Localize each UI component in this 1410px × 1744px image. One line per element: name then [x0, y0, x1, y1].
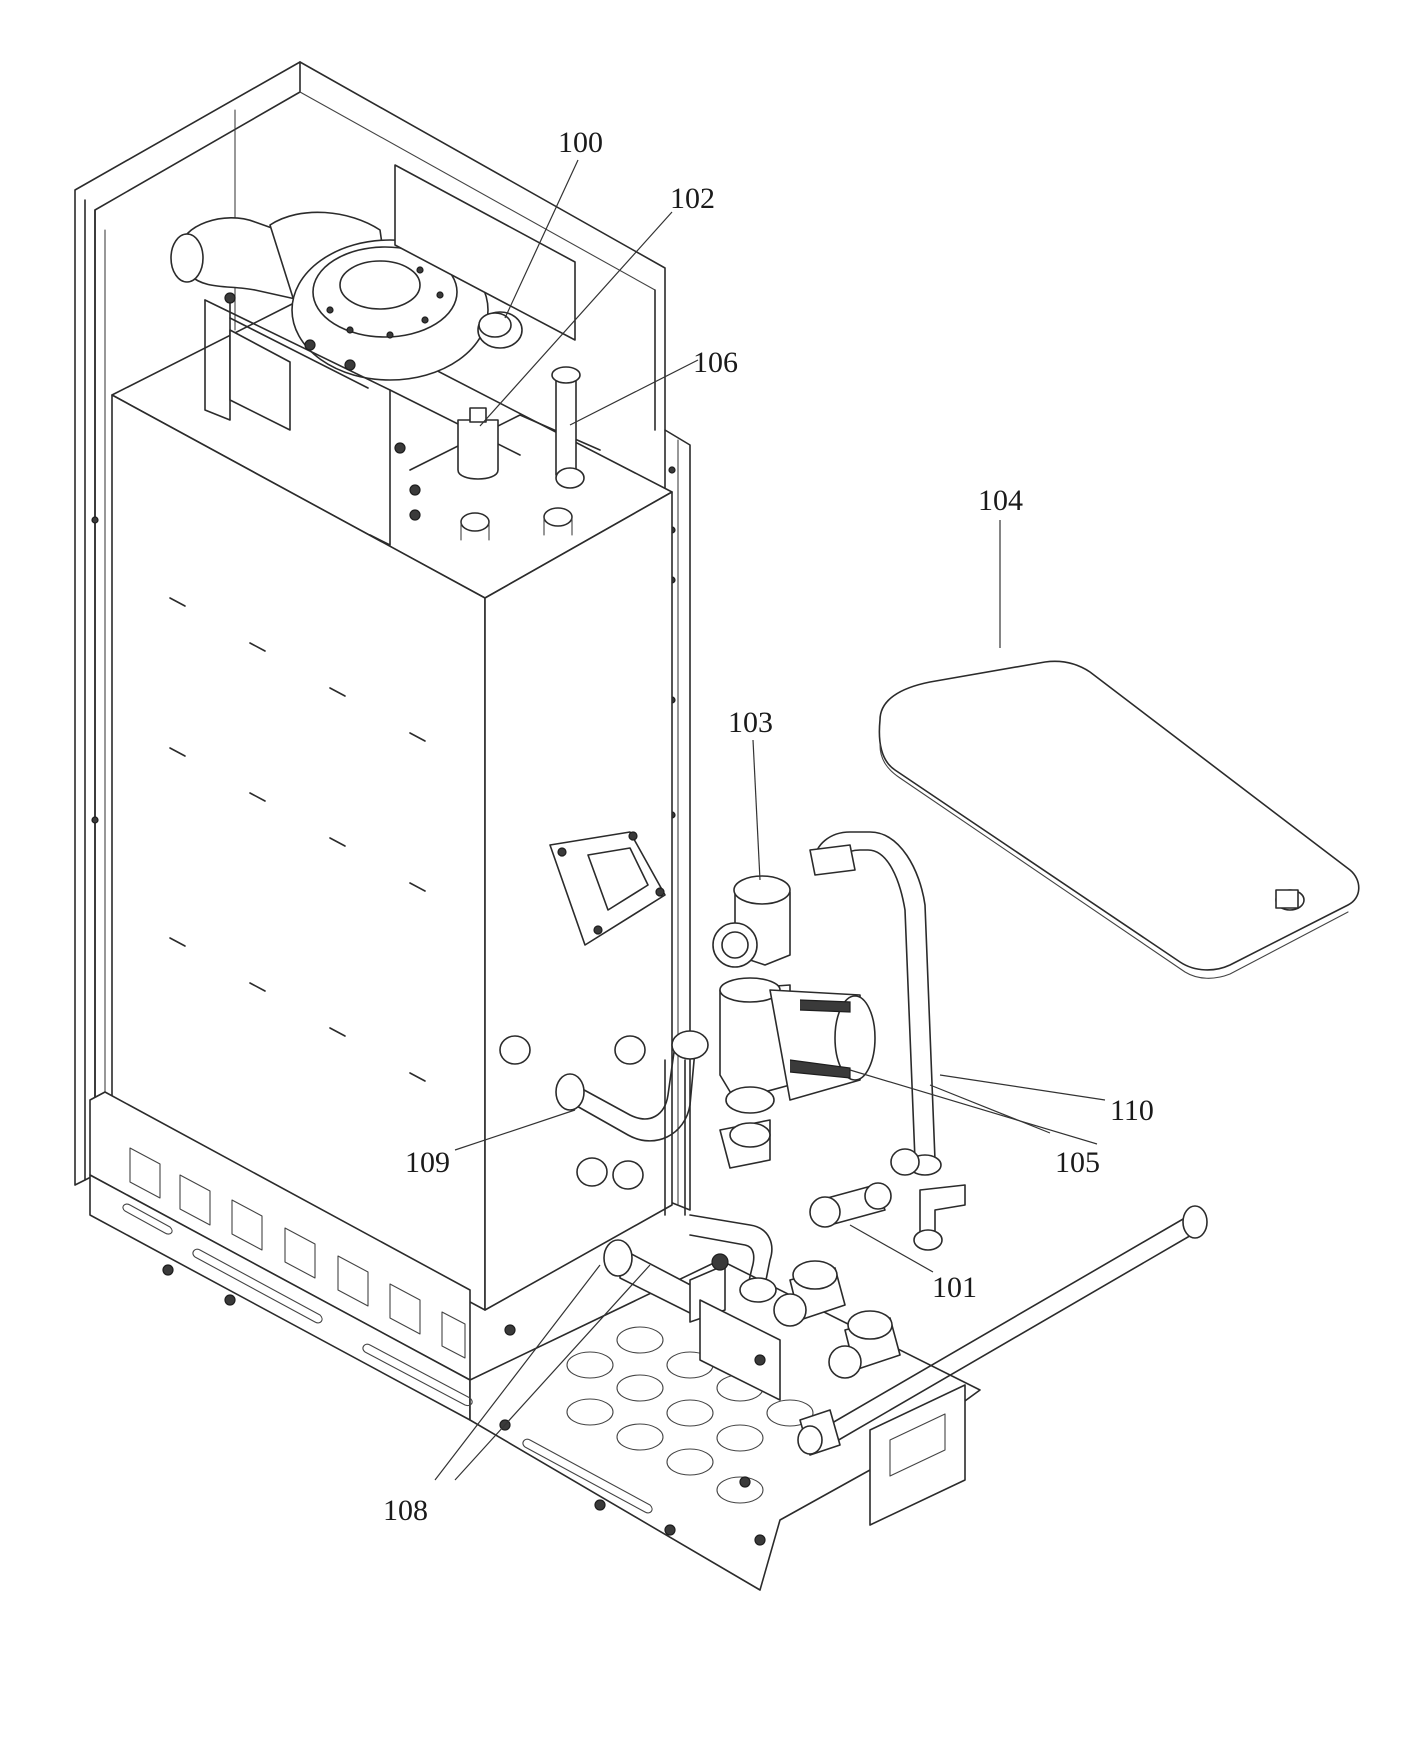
- part-105-pump: [719, 977, 876, 1169]
- heat-exchanger-box: [111, 299, 673, 1311]
- callout-110: 110: [1110, 1094, 1154, 1127]
- callout-108: 108: [383, 1494, 428, 1527]
- lower-valves: [689, 1205, 1208, 1456]
- callout-103: 103: [728, 706, 773, 739]
- callout-101: 101: [932, 1271, 977, 1304]
- callout-105: 105: [1055, 1146, 1100, 1179]
- part-101-fittings: [809, 1148, 966, 1251]
- part-109-pipe: [555, 1030, 709, 1216]
- callout-109: 109: [405, 1146, 450, 1179]
- callout-102: 102: [670, 182, 715, 215]
- callout-104: 104: [978, 484, 1023, 517]
- callout-106: 106: [693, 346, 738, 379]
- chassis-tray: [89, 1091, 981, 1591]
- control-module: [549, 831, 666, 946]
- callout-100: 100: [558, 126, 603, 159]
- part-110-expansion-pipe: [809, 831, 942, 1176]
- fan-assembly: [170, 164, 601, 546]
- part-108-manifold: [603, 1239, 781, 1401]
- leader-lines: [434, 159, 1106, 1481]
- part-103-valve: [712, 875, 791, 968]
- callout-labels: 100 101 102 103 104 105 106 108 109 110: [383, 126, 1154, 1527]
- part-104-expansion-vessel: [878, 660, 1360, 979]
